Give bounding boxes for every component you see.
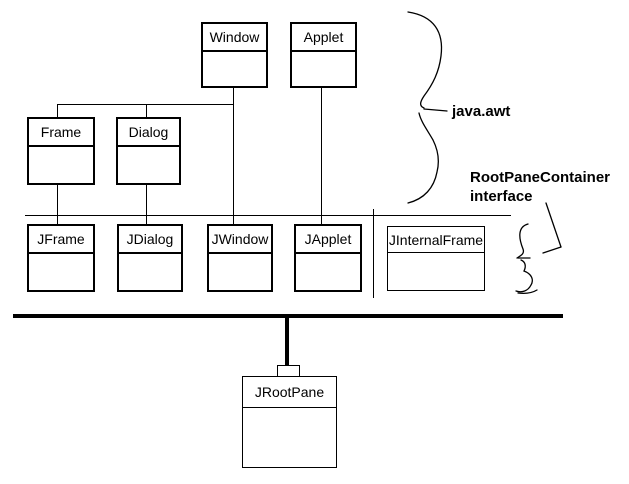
inheritance-line-frame-to-jframe xyxy=(57,184,58,224)
java-awt-brace-lower xyxy=(407,112,440,204)
class-name-jwindow: JWindow xyxy=(209,226,271,254)
class-members-dialog xyxy=(118,147,179,183)
interface-brace-upper xyxy=(516,223,529,259)
class-box-jdialog: JDialog xyxy=(117,224,183,292)
class-name-dialog: Dialog xyxy=(118,119,179,147)
class-box-jinternalframe: JInternalFrame xyxy=(387,226,485,291)
class-members-frame xyxy=(29,147,93,183)
class-name-frame: Frame xyxy=(29,119,93,147)
class-box-dialog: Dialog xyxy=(116,117,181,185)
jinternalframe-separator-line xyxy=(373,209,374,298)
class-name-jdialog: JDialog xyxy=(119,226,181,254)
class-members-jinternalframe xyxy=(388,253,484,290)
class-members-jrootpane xyxy=(243,408,336,467)
interface-brace-foot xyxy=(517,289,538,295)
interface-label-name: RootPaneContainer xyxy=(470,169,611,186)
class-box-window: Window xyxy=(201,22,268,88)
class-box-jwindow: JWindow xyxy=(207,224,273,292)
class-name-jrootpane: JRootPane xyxy=(243,377,336,408)
inheritance-line-applet-to-japplet xyxy=(321,87,322,224)
class-name-window: Window xyxy=(203,24,266,52)
swing-classes-horizontal-line xyxy=(25,215,511,216)
inheritance-line-dialog-to-jdialog xyxy=(146,184,147,224)
rootpane-thick-stub xyxy=(285,318,289,366)
interface-brace-lower xyxy=(515,259,533,293)
class-members-japplet xyxy=(296,254,360,290)
class-box-applet: Applet xyxy=(290,22,357,88)
interface-pointer-line xyxy=(545,202,562,248)
class-name-applet: Applet xyxy=(292,24,355,52)
class-name-jinternalframe: JInternalFrame xyxy=(388,227,484,253)
java-awt-brace-tick xyxy=(423,108,448,112)
inheritance-line-frame-stub xyxy=(57,104,58,117)
inheritance-line-dialog-stub xyxy=(146,104,147,117)
class-box-jrootpane: JRootPane xyxy=(242,376,337,468)
class-members-applet xyxy=(292,52,355,86)
class-members-jwindow xyxy=(209,254,271,290)
class-members-jdialog xyxy=(119,254,181,290)
interface-pointer-tail xyxy=(542,246,562,254)
class-members-jframe xyxy=(29,254,93,290)
class-name-jframe: JFrame xyxy=(29,226,93,254)
interface-label-word: interface xyxy=(470,188,533,205)
class-box-jframe: JFrame xyxy=(27,224,95,292)
class-members-window xyxy=(203,52,266,86)
class-box-frame: Frame xyxy=(27,117,95,185)
rootpane-thick-line xyxy=(13,314,563,318)
inheritance-line-window-to-jwindow xyxy=(233,87,234,224)
inheritance-line-window-children-horizontal xyxy=(57,104,234,105)
package-label-java-awt: java.awt xyxy=(452,103,511,120)
class-name-japplet: JApplet xyxy=(296,226,360,254)
class-box-japplet: JApplet xyxy=(294,224,362,292)
java-awt-brace-upper xyxy=(407,11,443,109)
